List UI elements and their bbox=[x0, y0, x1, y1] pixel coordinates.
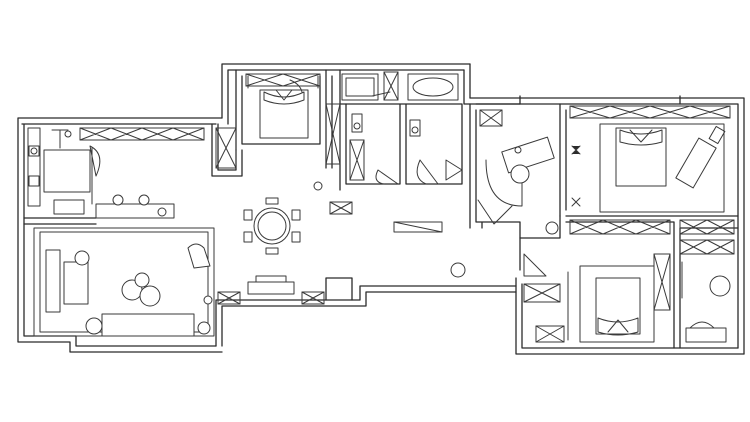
living-room bbox=[33, 227, 215, 337]
sofa bbox=[101, 313, 195, 337]
toilet bbox=[409, 119, 421, 137]
sink-icon bbox=[28, 175, 40, 187]
planter bbox=[450, 262, 466, 278]
round-table bbox=[709, 275, 731, 297]
bed bbox=[595, 277, 641, 335]
dining-chair bbox=[291, 209, 301, 221]
stove-icon bbox=[28, 145, 40, 157]
study bbox=[477, 136, 581, 235]
bathrooms bbox=[341, 73, 463, 185]
bar-stool bbox=[112, 194, 124, 206]
tv-console bbox=[45, 249, 61, 313]
interior-walls bbox=[23, 69, 739, 349]
desk bbox=[501, 136, 555, 174]
oval-tub bbox=[412, 77, 454, 97]
dining-chair bbox=[291, 231, 301, 243]
bed bbox=[259, 89, 309, 139]
desk-chair bbox=[510, 164, 530, 184]
bed bbox=[615, 127, 667, 187]
outer-walls bbox=[17, 63, 745, 355]
bathtub bbox=[341, 73, 379, 101]
master-bedroom bbox=[599, 123, 726, 213]
chaise-lounge bbox=[675, 137, 717, 189]
wardrobes bbox=[79, 71, 735, 343]
dining-chair bbox=[265, 247, 279, 255]
console-table bbox=[393, 221, 443, 233]
bench bbox=[247, 281, 295, 295]
corner-room bbox=[681, 261, 731, 343]
dining-table bbox=[253, 207, 291, 245]
dining-chair bbox=[243, 231, 253, 243]
armchair bbox=[187, 243, 211, 269]
bedroom-top bbox=[247, 75, 319, 139]
kitchen-island bbox=[95, 203, 175, 219]
bedroom-bottom bbox=[523, 253, 655, 343]
bar-stool bbox=[138, 194, 150, 206]
kitchen bbox=[27, 127, 175, 219]
dining-chair bbox=[243, 209, 253, 221]
dining-chair bbox=[265, 197, 279, 205]
dining-area bbox=[243, 181, 466, 295]
